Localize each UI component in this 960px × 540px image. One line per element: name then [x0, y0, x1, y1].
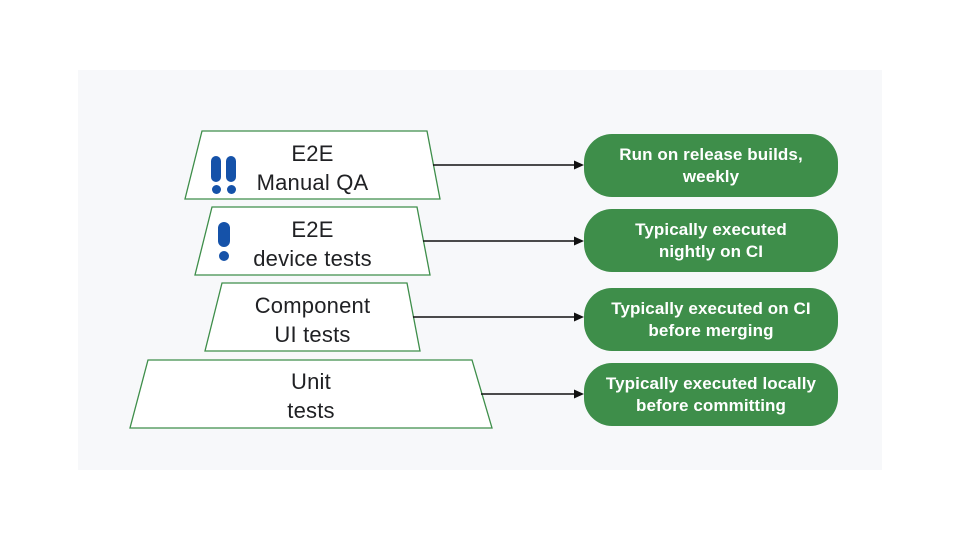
exclamation-mark — [211, 156, 221, 194]
note-line: before merging — [648, 320, 774, 340]
label-line: Unit — [291, 369, 331, 394]
note-line: weekly — [682, 166, 740, 186]
exclamation-mark — [226, 156, 236, 194]
note-line: Typically executed — [635, 219, 787, 239]
note-line: nightly on CI — [658, 241, 764, 261]
trapezoid-e2e-device-tests — [194, 206, 431, 276]
note-pill-e2e-device-tests: Typically executed nightly on CI — [584, 209, 838, 272]
single-exclamation-icon — [218, 222, 230, 261]
double-exclamation-icon — [211, 156, 236, 194]
level-label-component-ui-tests: Component UI tests — [205, 291, 420, 349]
label-line: UI tests — [274, 322, 351, 347]
note-line: Typically executed on CI — [611, 298, 811, 318]
label-line: device tests — [253, 246, 372, 271]
arrow-e2e-manual-qa — [433, 160, 584, 170]
label-line: tests — [287, 398, 335, 423]
arrow-component-ui-tests — [413, 312, 584, 322]
note-line: Run on release builds, — [619, 144, 803, 164]
level-label-e2e-manual-qa: E2E Manual QA — [185, 139, 440, 197]
arrow-unit-tests — [481, 389, 584, 399]
note-line: before committing — [636, 395, 786, 415]
level-label-e2e-device-tests: E2E device tests — [195, 215, 430, 273]
label-line: E2E — [291, 217, 334, 242]
label-line: Component — [254, 293, 371, 318]
note-pill-unit-tests: Typically executed locally before commit… — [584, 363, 838, 426]
note-line: Typically executed locally — [605, 373, 817, 393]
exclamation-mark — [218, 222, 230, 261]
note-pill-component-ui-tests: Typically executed on CI before merging — [584, 288, 838, 351]
label-line: E2E — [291, 141, 334, 166]
label-line: Manual QA — [256, 170, 369, 195]
trapezoid-unit-tests — [129, 359, 493, 429]
level-label-unit-tests: Unit tests — [130, 367, 492, 425]
arrow-e2e-device-tests — [423, 236, 584, 246]
note-pill-e2e-manual-qa: Run on release builds, weekly — [584, 134, 838, 197]
trapezoid-component-ui-tests — [204, 282, 421, 352]
trapezoid-e2e-manual-qa — [184, 130, 441, 200]
